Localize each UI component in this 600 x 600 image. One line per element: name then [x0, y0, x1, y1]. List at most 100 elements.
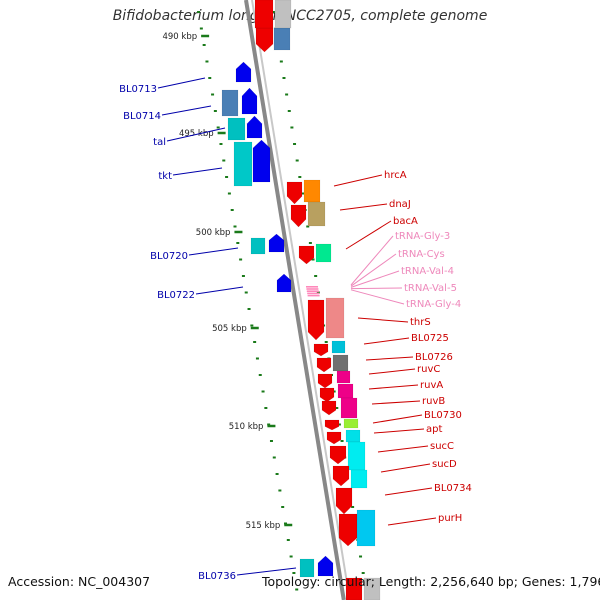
- gene-box-baca: [315, 243, 332, 263]
- topology-summary: Topology: circular; Length: 2,256,640 bp…: [262, 574, 600, 589]
- trna-mark: [306, 286, 318, 288]
- scale-label: 515 kbp: [246, 521, 281, 531]
- left-gene-label: BL0720: [150, 251, 188, 262]
- gene-box-bl0730: [343, 418, 359, 429]
- gene-box-hrca: [303, 179, 321, 203]
- left-gene-label: BL0714: [123, 111, 161, 122]
- trna-mark: [306, 288, 319, 290]
- trna-label: tRNA-Gly-4: [406, 299, 461, 310]
- map-title: Bifidobacterium longum NCC2705, complete…: [112, 8, 488, 24]
- gene-box-ruvc: [336, 370, 351, 384]
- gene-box-ruvb: [340, 397, 358, 419]
- gene-box-bottom: [363, 577, 381, 600]
- gene-arrow: [317, 555, 334, 577]
- gene-box-apt: [345, 429, 361, 443]
- trna-mark: [307, 294, 320, 297]
- gene-box-purh: [356, 509, 376, 547]
- right-gene-label: BL0725: [411, 333, 449, 344]
- gene-arrow: [332, 465, 350, 487]
- gene-box-bl0720: [250, 237, 266, 255]
- trna-label: tRNA-Gly-3: [395, 231, 450, 242]
- right-gene-label-leader: [363, 337, 410, 345]
- gene-arrow: [241, 87, 258, 115]
- right-gene-label-leader: [372, 414, 423, 424]
- scale-label: 505 kbp: [212, 324, 247, 334]
- gene-box-ruva: [337, 383, 354, 399]
- gene-arrow-bl0734: [335, 487, 353, 515]
- right-gene-label-leader: [345, 220, 392, 250]
- gene-arrow-thrs: [307, 299, 325, 341]
- right-gene-label: BL0734: [434, 483, 472, 494]
- gene-box-tkt: [233, 141, 253, 187]
- right-gene-label: dnaJ: [389, 199, 411, 210]
- right-gene-label: ruvA: [420, 380, 443, 391]
- gene-arrow-dnaj: [290, 204, 307, 228]
- gene-arrow: [313, 343, 329, 357]
- gene-box-bl0725: [331, 340, 346, 354]
- gene-arrow: [317, 373, 333, 389]
- right-gene-label-leader: [368, 384, 419, 390]
- gene-box-tal: [227, 117, 246, 141]
- right-gene-label-leader: [368, 368, 416, 375]
- trna-label-leader: [350, 270, 400, 288]
- left-gene-label-leader: [188, 247, 239, 256]
- right-gene-label-leader: [339, 203, 388, 211]
- right-gene-label-leader: [371, 400, 421, 405]
- gene-box-bl0736: [299, 558, 315, 578]
- gene-arrow: [321, 400, 337, 416]
- gene-arrow-bl0722: [276, 273, 292, 293]
- trna-mark: [306, 290, 319, 292]
- left-gene-label-leader: [166, 127, 226, 142]
- right-gene-label: ruvC: [417, 364, 440, 375]
- left-gene-label-leader: [195, 286, 244, 295]
- right-gene-label: purH: [438, 513, 462, 524]
- left-gene-label: BL0736: [198, 571, 236, 582]
- right-gene-label-leader: [387, 517, 437, 526]
- gene-arrow: [252, 139, 271, 183]
- gene-box-top: [273, 27, 291, 51]
- gene-box-bl0726: [332, 354, 349, 372]
- gene-arrow: [316, 357, 332, 373]
- gene-features: [221, 0, 381, 600]
- right-gene-label: sucD: [432, 459, 457, 470]
- right-gene-label: BL0730: [424, 410, 462, 421]
- trna-label: tRNA-Val-5: [404, 283, 457, 294]
- scale-label: 510 kbp: [229, 422, 264, 432]
- gene-arrow: [319, 387, 335, 403]
- gene-box-sucd: [350, 469, 368, 489]
- trna-label: tRNA-Cys: [398, 249, 445, 260]
- gene-labels: BL0713BL0714taltktBL0720BL0722BL0736hrcA…: [119, 84, 472, 582]
- scale-label: 490 kbp: [162, 32, 197, 42]
- right-gene-label-leader: [373, 428, 425, 434]
- trna-label-leader: [350, 253, 397, 287]
- trna-label-leader: [350, 235, 394, 286]
- left-gene-label-leader: [236, 567, 297, 576]
- gene-arrow: [268, 233, 285, 253]
- gene-box-succ: [347, 441, 366, 471]
- gene-box-bottom: [345, 577, 363, 600]
- right-gene-label: sucC: [430, 441, 454, 452]
- gene-arrow-bl0713: [235, 61, 252, 83]
- left-gene-label-leader: [161, 105, 212, 116]
- right-gene-label-leader: [384, 487, 433, 496]
- trna-label: tRNA-Val-4: [401, 266, 454, 277]
- backbone-inner-strand: [251, 0, 351, 600]
- trna-mark: [307, 292, 320, 295]
- right-gene-label-leader: [380, 463, 431, 473]
- gene-arrow-purh: [338, 513, 358, 547]
- gene-arrow-hrca: [286, 181, 303, 205]
- left-gene-label: tal: [153, 137, 166, 148]
- gene-arrow-top: [255, 27, 274, 53]
- gene-arrow-baca: [298, 245, 315, 265]
- gene-box-bl0714: [221, 89, 239, 117]
- gene-box-top: [254, 0, 274, 29]
- trna-label-leader: [350, 287, 403, 290]
- right-gene-label: ruvB: [422, 396, 445, 407]
- right-gene-label: hrcA: [384, 170, 407, 181]
- left-gene-label: BL0713: [119, 84, 157, 95]
- gene-box-top: [274, 0, 292, 29]
- right-gene-label-leader: [333, 174, 383, 187]
- gene-arrow: [329, 445, 347, 465]
- right-gene-label: thrS: [410, 317, 431, 328]
